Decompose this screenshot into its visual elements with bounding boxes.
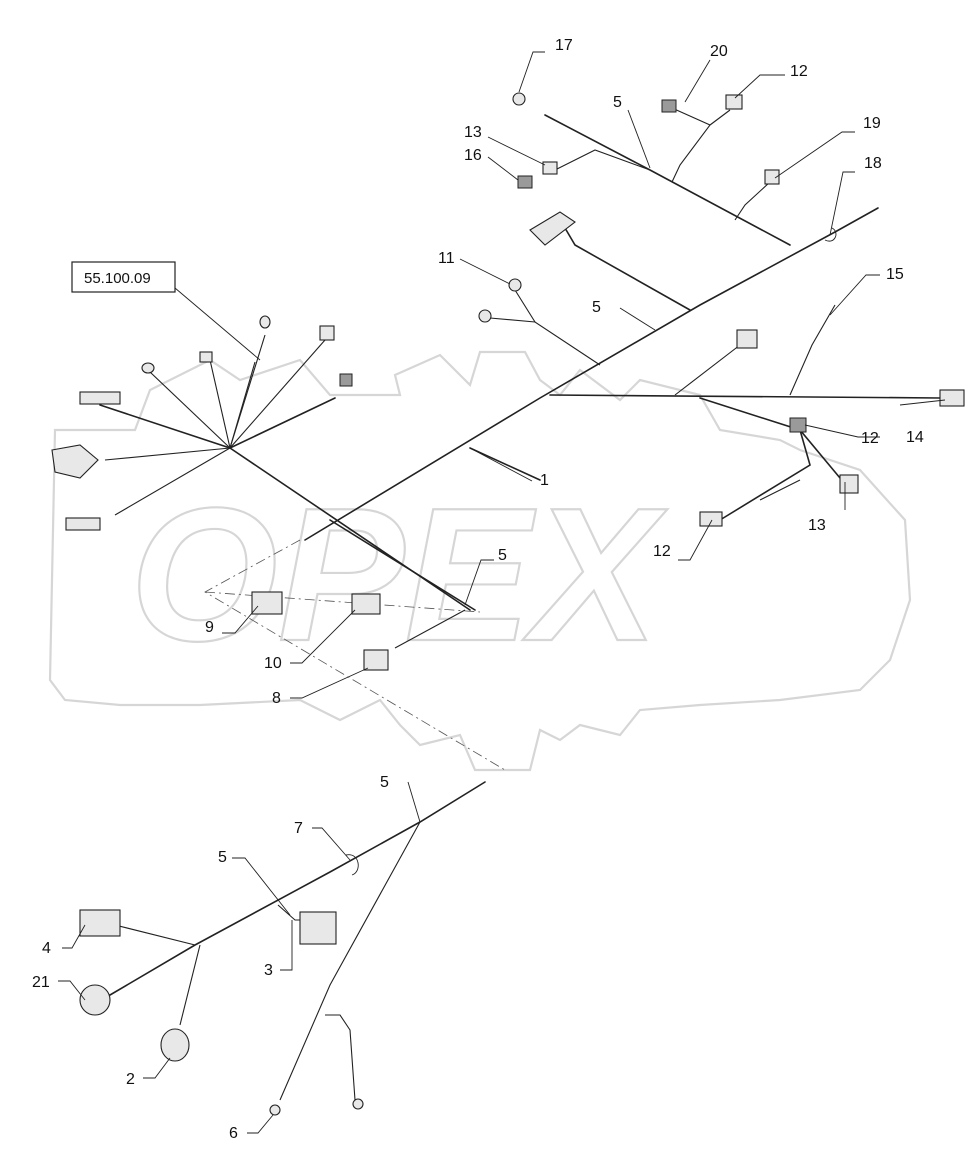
callout-6: 6 [229,1125,238,1142]
callout-14: 14 [906,429,924,446]
callout-7: 7 [294,820,303,837]
callout-12-low: 12 [653,543,671,560]
connector-fan-a [319,325,335,341]
callout-3: 3 [264,962,273,979]
connector-fan-b [339,373,353,387]
construction-lines [204,539,506,771]
connector-16 [517,175,533,189]
callout-18: 18 [864,155,882,172]
round-connector-21 [79,984,111,1016]
connector-12-right [789,417,807,433]
connector-14 [939,389,965,407]
callout-4: 4 [42,940,51,957]
ring-terminal-6b [352,1098,364,1110]
callout-5-bottom: 5 [218,849,227,866]
connector-mid [736,329,758,349]
terminal-fan [199,351,213,363]
connector-20 [661,99,677,113]
callout-16: 16 [464,147,482,164]
ring-terminal-11 [508,278,522,292]
clip-7 [345,854,359,876]
callout-leaders [58,51,946,1134]
connector-13-top [542,161,558,175]
callout-5-center: 5 [498,547,507,564]
left-fan [99,397,336,449]
ring-terminal-fan-b [141,362,155,374]
connector-8 [363,649,389,671]
callout-10: 10 [264,655,282,672]
callout-21: 21 [32,974,50,991]
upper-branch [544,114,791,246]
connector-fan-c [79,391,121,405]
callout-17: 17 [555,37,573,54]
watermark-gear [48,350,912,772]
ring-terminal-17 [512,92,526,106]
ring-terminal [478,309,492,323]
connectors [51,92,965,1116]
watermark: OPEX [48,350,912,772]
connector-10 [351,593,381,615]
connector-13-right [839,474,859,494]
connector-fan-e [65,517,101,531]
connector-9 [251,591,283,615]
callout-12-right: 12 [861,430,879,447]
round-connector-2 [160,1028,190,1062]
callout-5-lower: 5 [380,774,389,791]
reference-box: 55.100.09 [71,261,261,361]
callout-8: 8 [272,690,281,707]
right-branch [549,394,941,399]
reference-box-frame [71,261,176,293]
callout-5-top: 5 [613,94,622,111]
branch-1 [469,447,541,481]
connector-3 [299,911,337,945]
callout-5-mid: 5 [592,299,601,316]
clip-18 [824,227,837,242]
connector-4 [79,909,121,937]
callout-13-right: 13 [808,517,826,534]
ring-terminal-6 [269,1104,281,1116]
callout-12-top: 12 [790,63,808,80]
callout-20: 20 [710,43,728,60]
bracket-connector [529,211,576,246]
connector-19 [764,169,780,185]
reference-box-text: 55.100.09 [84,270,151,287]
harness-wires [99,107,941,1101]
connector-fan-d [51,444,99,479]
lower-trunk [109,781,486,996]
callout-1: 1 [540,472,549,489]
callout-9: 9 [205,619,214,636]
callout-labels: 17 20 12 5 19 13 16 18 11 5 15 14 12 1 1… [32,37,924,1142]
callout-2: 2 [126,1071,135,1088]
ring-terminal-fan [259,315,271,329]
connector-12-low [699,511,723,527]
callout-11: 11 [438,250,455,267]
connector-12-top [725,94,743,110]
main-trunk [304,231,836,541]
callout-19: 19 [863,115,881,132]
callout-13-top: 13 [464,124,482,141]
callout-15: 15 [886,266,904,283]
watermark-text: OPEX [130,469,668,681]
